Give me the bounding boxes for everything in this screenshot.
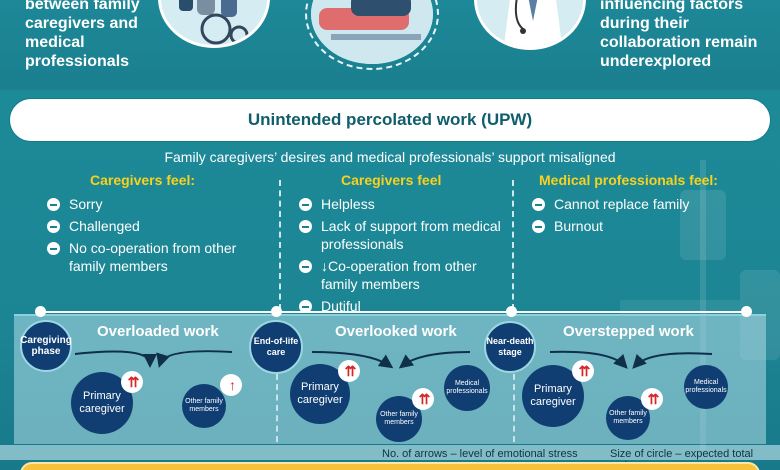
stress-arrows-icon: ⇈	[572, 360, 594, 382]
medical-professionals-circle: Medical professionals	[444, 365, 490, 411]
stress-arrows-icon: ⇈	[641, 388, 663, 410]
stress-arrows-icon: ⇈	[121, 371, 143, 393]
legend-arrows: No. of arrows – level of emotional stres…	[382, 448, 578, 460]
list-item: Helpless	[299, 195, 504, 213]
medical-feelings-list: Cannot replace family Burnout	[532, 195, 732, 239]
top-left-line: professionals	[25, 53, 130, 70]
top-left-text: between family caregivers and medical pr…	[25, 0, 140, 71]
primary-caregiver-circle: Primary caregiver	[522, 365, 584, 427]
list-item: Lack of support from medical professiona…	[299, 217, 504, 253]
stress-arrows-icon: ⇈	[338, 360, 360, 382]
list-item: ↓Co-operation from other family members	[299, 257, 504, 293]
top-right-line: underexplored	[600, 53, 712, 70]
work-title-overstepped: Overstepped work	[563, 323, 694, 340]
upw-subtitle: Family caregivers’ desires and medical p…	[164, 149, 616, 165]
timeline-dot	[506, 306, 517, 317]
list-item: Challenged	[47, 217, 272, 235]
list-item: Burnout	[532, 217, 732, 235]
bottom-panel-edge	[20, 462, 760, 470]
timeline-dot	[741, 306, 752, 317]
column-heading-caregivers-1: Caregivers feel:	[90, 172, 196, 188]
timeline-line	[40, 311, 747, 313]
top-right-line: influencing factors	[600, 0, 744, 13]
hospital-bed-image	[311, 0, 433, 64]
medical-professionals-circle: Medical professionals	[684, 365, 728, 409]
hospital-bed-icon	[311, 0, 433, 64]
phase-divider	[513, 322, 515, 442]
legend-bar	[0, 445, 780, 460]
work-title-overlooked: Overlooked work	[335, 323, 457, 340]
top-right-text: influencing factors during their collabo…	[600, 0, 757, 71]
phase-divider	[276, 322, 278, 442]
phase-near-death-stage: Near-death stage	[484, 321, 536, 373]
column-divider	[279, 180, 281, 310]
column-heading-medical: Medical professionals feel:	[539, 172, 718, 188]
top-right-line: collaboration remain	[600, 34, 758, 51]
upw-banner	[10, 99, 770, 141]
column-heading-caregivers-2: Caregivers feel	[341, 172, 442, 188]
top-left-line: caregivers and	[25, 15, 138, 32]
list-item: No co-operation from other family member…	[47, 239, 272, 275]
hospital-bed-photo	[305, 0, 439, 70]
phase-end-of-life-care: End-of-life care	[249, 320, 303, 374]
list-item: Dutiful	[299, 297, 504, 315]
stress-arrows-icon: ⇈	[412, 388, 434, 410]
column-divider	[512, 180, 514, 310]
timeline-dot	[271, 306, 282, 317]
timeline-dot	[35, 306, 46, 317]
stress-arrow-icon: ↑	[220, 374, 242, 396]
list-item: Sorry	[47, 195, 272, 213]
top-left-line: medical	[25, 34, 85, 51]
phase-caregiving: Caregiving phase	[20, 320, 72, 372]
upw-title: Unintended percolated work (UPW)	[247, 110, 533, 129]
other-family-members-circle: Other family members	[182, 384, 226, 428]
list-item: Cannot replace family	[532, 195, 732, 213]
flow-arrows-icon	[74, 350, 713, 369]
top-right-line: during their	[600, 15, 689, 32]
caregivers-feelings-list-2: Helpless Lack of support from medical pr…	[299, 195, 504, 319]
caregivers-feelings-list-1: Sorry Challenged No co-operation from ot…	[47, 195, 272, 279]
work-title-overloaded: Overloaded work	[97, 323, 219, 340]
doctor-photo	[474, 0, 586, 50]
top-left-line: between family	[25, 0, 140, 13]
